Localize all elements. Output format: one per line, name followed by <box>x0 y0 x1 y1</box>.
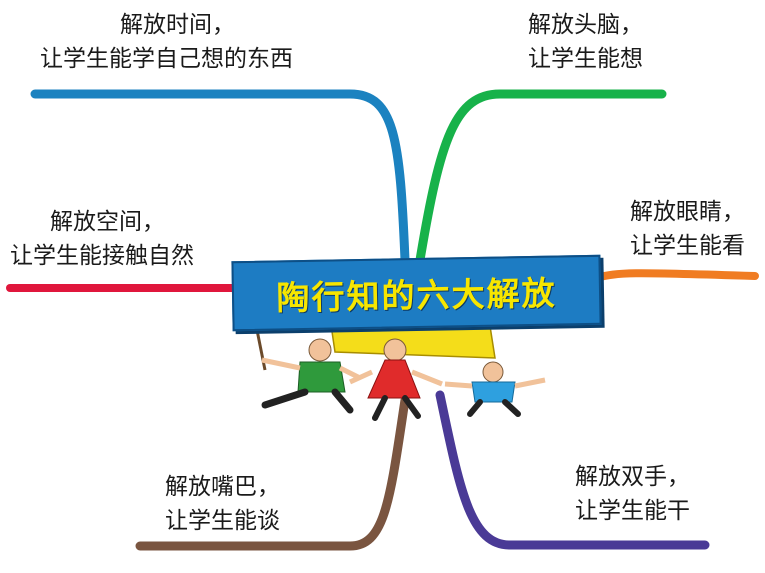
branch-line-brain <box>415 89 667 265</box>
child-red-figure <box>348 338 443 421</box>
branch-label-hands: 解放双手， 让学生能干 <box>575 460 690 528</box>
branch-title-mouth: 解放嘴巴， <box>165 474 280 500</box>
branch-title-eyes: 解放眼睛， <box>630 199 745 225</box>
branch-line-hands <box>435 390 710 550</box>
branch-label-brain: 解放头脑， 让学生能想 <box>528 8 643 76</box>
branch-line-time <box>30 89 410 265</box>
branch-line-mouth <box>135 395 410 551</box>
branch-desc-space: 让学生能接触自然 <box>10 243 194 269</box>
branch-label-mouth: 解放嘴巴， 让学生能谈 <box>165 470 280 538</box>
branch-label-space: 解放空间， 让学生能接触自然 <box>10 205 194 273</box>
branch-label-eyes: 解放眼睛， 让学生能看 <box>630 195 745 263</box>
central-title-banner: 陶行知的六大解放 <box>231 254 602 332</box>
child-blue-figure <box>444 361 546 417</box>
branch-desc-hands: 让学生能干 <box>575 498 690 524</box>
central-title: 陶行知的六大解放 <box>276 273 557 318</box>
branch-label-time: 解放时间， 让学生能学自己想的东西 <box>40 8 293 76</box>
branch-title-space: 解放空间， <box>50 209 165 235</box>
branch-title-brain: 解放头脑， <box>528 12 643 38</box>
child-green-figure <box>261 338 362 414</box>
branch-desc-brain: 让学生能想 <box>528 46 643 72</box>
branch-title-time: 解放时间， <box>120 12 235 38</box>
branch-desc-eyes: 让学生能看 <box>630 233 745 259</box>
branch-line-eyes <box>591 269 759 282</box>
branch-title-hands: 解放双手， <box>575 464 690 490</box>
branch-desc-time: 让学生能学自己想的东西 <box>40 46 293 72</box>
branch-desc-mouth: 让学生能谈 <box>165 508 280 534</box>
